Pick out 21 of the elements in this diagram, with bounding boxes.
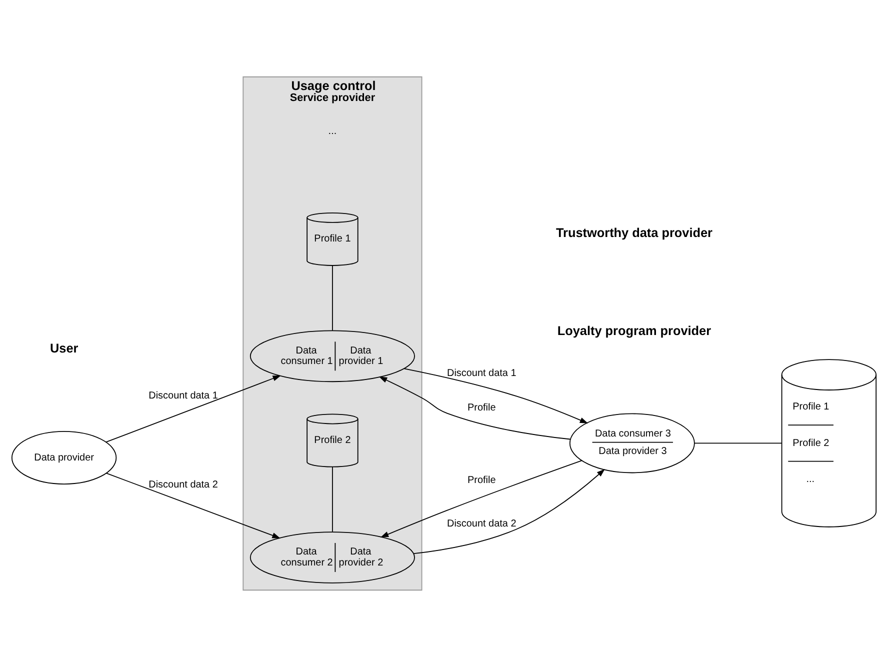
- edge-label: Discount data 2: [447, 518, 516, 530]
- edge-label: Discount data 1: [148, 390, 218, 402]
- edge-label: Discount data 2: [148, 479, 218, 490]
- node-ellipse: Data consumer 3 Data provider 3: [569, 413, 695, 474]
- connector: [332, 265, 333, 331]
- arrow: [106, 375, 281, 443]
- label: User: [50, 341, 78, 356]
- arrow: [378, 376, 571, 440]
- arrow: [413, 468, 605, 554]
- label: Trustworthy data provider: [556, 226, 713, 240]
- connector: [694, 442, 782, 444]
- edge-label: Profile: [468, 402, 496, 414]
- connector: [332, 466, 333, 532]
- label: ...: [328, 126, 337, 137]
- edge-label: Profile: [468, 474, 496, 486]
- arrow: [106, 472, 280, 538]
- arrow: [380, 460, 582, 538]
- edge-label: Discount data 1: [447, 368, 516, 379]
- arrow: [404, 368, 588, 424]
- label: Loyalty program provider: [557, 324, 712, 338]
- node-ellipse: Data provider: [11, 430, 117, 484]
